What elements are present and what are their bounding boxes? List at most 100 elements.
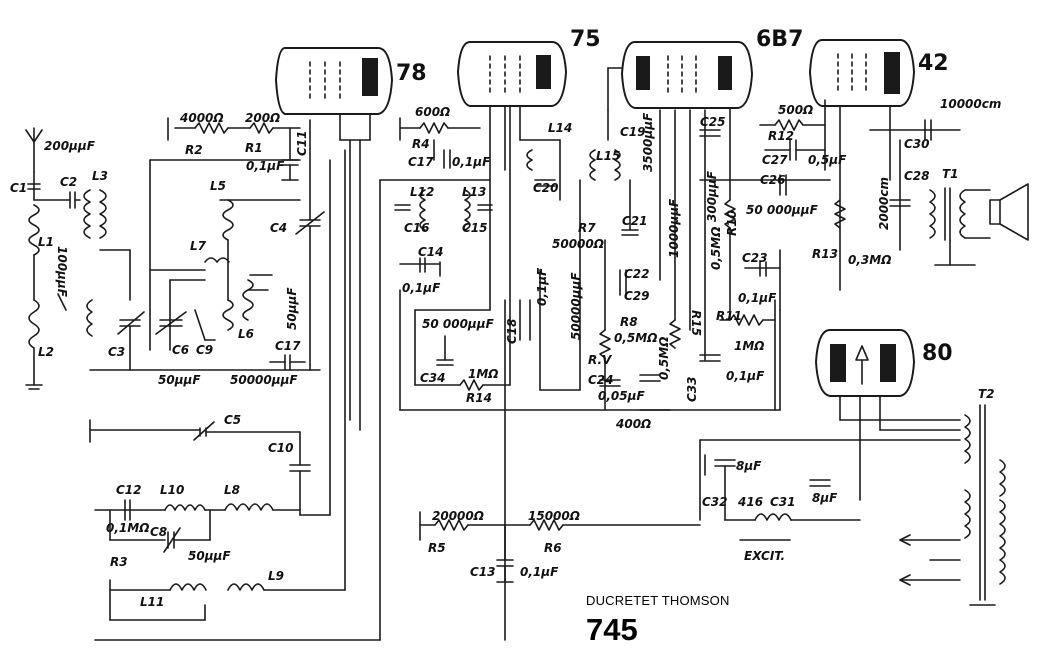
label-C22: C22	[624, 267, 650, 281]
tube-label-42: 42	[918, 51, 949, 76]
label-v20000O: 20000Ω	[432, 509, 484, 523]
label-R14: R14	[466, 391, 492, 405]
label-C17b: C17	[408, 155, 434, 169]
label-C12: C12	[116, 483, 142, 497]
label-C28: C28	[904, 169, 930, 183]
label-C20: C20	[533, 181, 559, 195]
label-C29: C29	[624, 289, 650, 303]
label-L9: L9	[268, 569, 284, 583]
tube-label-75: 75	[570, 27, 601, 52]
label-v8uF_b: 8μF	[812, 491, 838, 505]
label-C13: C13	[470, 565, 496, 579]
label-C2: C2	[60, 175, 77, 189]
label-L14: L14	[548, 121, 572, 135]
label-C8: C8	[150, 525, 167, 539]
label-T2: T2	[978, 387, 995, 401]
label-v200uF: 200μμF	[44, 139, 96, 153]
label-R1: R1	[245, 141, 263, 155]
label-C1: C1	[10, 181, 27, 195]
label-L10: L10	[160, 483, 184, 497]
label-v05MO: 0,5MΩ	[709, 227, 723, 270]
label-v1MO_b: 1MΩ	[734, 339, 765, 353]
label-L1: L1	[38, 235, 54, 249]
label-C30: C30	[904, 137, 930, 151]
label-v50000uuF_a: 50 000μμF	[422, 317, 495, 331]
label-v01uF_e: 0,1μF	[738, 291, 777, 305]
label-v01MO: 0,1MΩ	[106, 521, 149, 535]
manufacturer-caption: DUCRETET THOMSON	[586, 593, 730, 608]
label-v600: 600Ω	[415, 105, 450, 119]
label-v3500: 3500μμF	[641, 112, 655, 172]
label-C32: C32	[702, 495, 728, 509]
label-L15: L15	[596, 149, 620, 163]
label-v200a: 200Ω	[245, 111, 280, 125]
label-R2: R2	[185, 143, 203, 157]
label-excit: EXCIT.	[744, 549, 785, 563]
label-C21: C21	[622, 214, 648, 228]
label-v005uF: 0,05μF	[598, 389, 645, 403]
label-v400: 400Ω	[615, 417, 651, 431]
label-v05uF: 0,5μF	[808, 153, 847, 167]
tube-label-6b7: 6B7	[756, 27, 803, 52]
model-number: 745	[586, 612, 638, 647]
label-v50000uuF_b: 50000μμF	[569, 272, 583, 340]
label-L12: L12	[410, 185, 434, 199]
label-v50000O: 50000Ω	[552, 237, 604, 251]
label-C33: C33	[685, 376, 699, 402]
label-L5: L5	[210, 179, 226, 193]
label-C5: C5	[224, 413, 241, 427]
tube-6b7: 6B7	[620, 27, 803, 109]
label-L3: L3	[92, 169, 108, 183]
label-L11: L11	[140, 595, 164, 609]
tube-42: 42	[808, 39, 949, 107]
label-v01uF_g: 0,1μF	[520, 565, 559, 579]
label-R5: R5	[428, 541, 446, 555]
label-C34: C34	[420, 371, 446, 385]
label-L13: L13	[462, 185, 486, 199]
label-v100uuF: 100μμF	[55, 246, 69, 298]
label-v1000: 1000μμF	[667, 198, 681, 258]
label-v05MO_b: 0,5MΩ	[614, 331, 657, 345]
label-R4: R4	[412, 137, 430, 151]
label-v50uuF_b: 50μμF	[158, 373, 201, 387]
label-C24: C24	[588, 373, 614, 387]
label-C14: C14	[418, 245, 444, 259]
label-v01uF_f: 0,1μF	[726, 369, 765, 383]
label-C18: C18	[505, 318, 519, 344]
label-v01uF_b: 0,1μF	[452, 155, 491, 169]
label-C6: C6	[172, 343, 189, 357]
label-L7: L7	[190, 239, 207, 253]
label-C10: C10	[268, 441, 294, 455]
label-R6: R6	[544, 541, 562, 555]
label-C27: C27	[762, 153, 788, 167]
label-C23: C23	[742, 251, 768, 265]
label-C26: C26	[760, 173, 786, 187]
label-R8: R8	[620, 315, 638, 329]
label-C31: C31	[770, 495, 796, 509]
label-R15: R15	[689, 310, 703, 336]
label-C25: C25	[700, 115, 726, 129]
label-v01uF_c: 0,1μF	[402, 281, 441, 295]
label-R10: R10	[725, 210, 739, 236]
label-v2000cm: 2000cm	[877, 177, 891, 230]
label-C11: C11	[295, 130, 309, 156]
label-v4000: 4000Ω	[179, 111, 224, 125]
label-C19: C19	[620, 125, 646, 139]
label-R13: R13	[812, 247, 838, 261]
tube-80: 80	[814, 329, 953, 397]
label-R11: R11	[716, 309, 742, 323]
label-v01uF_d: 0,1μF	[535, 267, 549, 306]
label-R12: R12	[768, 129, 794, 143]
label-v03MO: 0,3MΩ	[848, 253, 891, 267]
label-v50000uuF: 50 000μμF	[746, 203, 819, 217]
label-v50000uuF_c: 50000μμF	[230, 373, 298, 387]
speaker-icon	[989, 183, 1029, 241]
label-R7: R7	[578, 221, 596, 235]
tube-75: 75	[456, 27, 601, 107]
label-v50uuF_c: 50μμF	[188, 549, 231, 563]
label-v50uuF_a: 50μμF	[285, 287, 299, 330]
label-v10000cm: 10000cm	[940, 97, 1001, 111]
label-v8uF_a: 8μF	[736, 459, 762, 473]
label-C9: C9	[196, 343, 213, 357]
tube-label-78: 78	[396, 61, 427, 86]
